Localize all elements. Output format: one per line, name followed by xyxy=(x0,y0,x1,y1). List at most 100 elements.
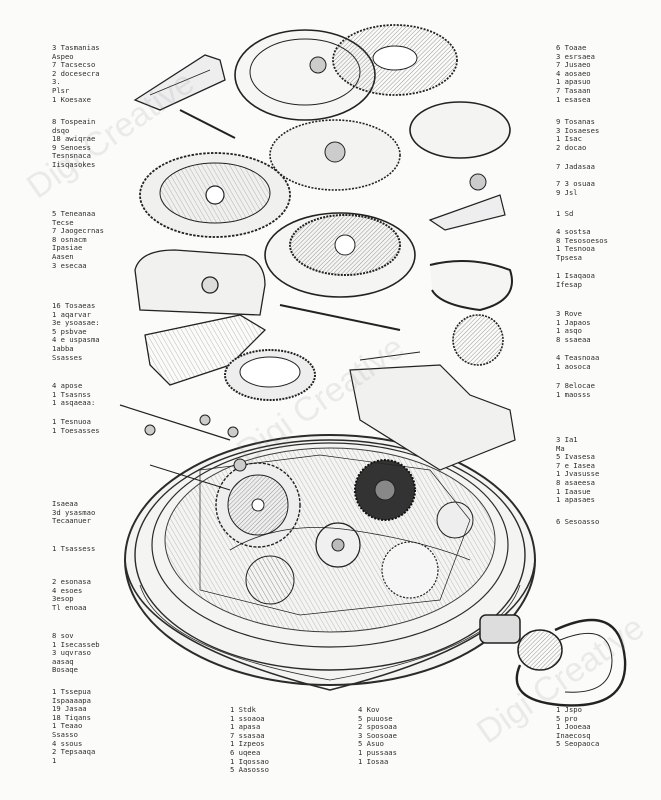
legend-line: 1 Tsasnss xyxy=(52,389,91,399)
legend-line: 19 Jasaa xyxy=(52,704,87,714)
legend-line: 1 Sd xyxy=(556,209,574,218)
legend-line: 4 aosaeo xyxy=(556,68,591,78)
legend-line: Ifesap xyxy=(556,279,582,289)
legend-line: 7 e Iasea xyxy=(556,460,595,470)
legend-line: 5 puuose xyxy=(358,713,393,723)
legend-line: 1 Isecasseb xyxy=(52,639,100,649)
legend-line: 18 Tiqans xyxy=(52,712,91,722)
legend-line: Tl enoaa xyxy=(52,602,87,612)
legend-line: 7 ssasaa xyxy=(230,730,265,740)
legend-line: 3 Iosaeses xyxy=(556,125,600,135)
legend-line: 1 Iosaa xyxy=(358,756,389,766)
legend-line: 1 ssoaoa xyxy=(230,713,265,723)
legend-line: 8 Tospeain xyxy=(52,117,96,126)
legend-line: 3 Ia1 xyxy=(556,435,578,444)
legend-line: 8 ssaeaa xyxy=(556,334,591,344)
legend-line: 9 Senoess xyxy=(52,142,91,152)
legend-line: Aasen xyxy=(52,251,74,261)
legend-line: 2 esonasa xyxy=(52,577,91,586)
legend-line: 3 Soosoae xyxy=(358,730,397,740)
legend-line: 1 Isaqaoa xyxy=(556,271,595,280)
legend-line: Tesnsnaca xyxy=(52,151,91,161)
legend-line: 1 Teaao xyxy=(52,721,83,731)
legend-line: aasaq xyxy=(52,656,74,666)
legend-line: 1 Tesnooa xyxy=(556,244,595,254)
legend-line: 8 sov xyxy=(52,631,74,640)
legend-line: 1 Tsassess xyxy=(52,544,96,553)
legend-line: 1 apasuo xyxy=(556,77,591,87)
legend-line: 3 Tasmanias xyxy=(52,43,100,52)
legend-block: 6 Sesoasso xyxy=(556,517,599,527)
legend-line: 7 8elocae xyxy=(556,381,595,390)
legend-line: Inaecosq xyxy=(556,730,591,740)
legend-line: 1 Jooeaa xyxy=(556,722,591,732)
legend-line: Bosaqe xyxy=(52,665,78,675)
legend-line: 9 Jsl xyxy=(556,187,578,197)
legend-line: 4 Kov xyxy=(358,705,380,714)
legend-line: 1 Tesnuoa xyxy=(52,417,91,426)
legend-block: 1 Sd xyxy=(556,209,574,219)
legend-line: 3 esecaa xyxy=(52,260,87,270)
legend-line: 1 Iqossao xyxy=(230,756,269,766)
legend-line: 1 Jspo xyxy=(556,705,582,714)
legend-line: 3. xyxy=(52,77,61,87)
legend-line: Aspeo xyxy=(52,51,74,61)
legend-line: 1 apasa xyxy=(230,722,261,732)
legend-line: 2 Tepsaaqa xyxy=(52,747,96,757)
legend-line: 8 asaeesa xyxy=(556,477,595,487)
legend-line: 3 Rove xyxy=(556,309,582,318)
legend-line: 7 Jadasaa xyxy=(556,162,595,171)
right-components xyxy=(279,101,516,471)
legend-line: 8 Tesosoesos xyxy=(556,235,608,245)
legend-line: Tpsesa xyxy=(556,252,582,262)
legend-line: 4 Teasnoaa xyxy=(556,353,600,362)
legend-line: 1 asqaeaa: xyxy=(52,398,96,408)
legend-line: 1 Isac xyxy=(556,134,582,144)
legend-line: 5 psbvae xyxy=(52,326,87,336)
legend-line: 18 awiqrae xyxy=(52,134,96,144)
legend-line: 1 Tssepua xyxy=(52,687,91,696)
legend-line: Ispaaaapa xyxy=(52,695,91,705)
legend-line: 1 asqo xyxy=(556,326,582,336)
escapement-wheel xyxy=(139,152,291,238)
legend-line: 5 Teneanaa xyxy=(52,209,96,218)
legend-line: 1 Izpeos xyxy=(230,739,265,749)
legend-line: Ipasiae xyxy=(52,243,83,253)
legend-line: 2 sposoaa xyxy=(358,722,397,732)
legend-line: 7 Tacsecso xyxy=(52,60,96,70)
legend-line: 5 Asuo xyxy=(358,739,384,749)
legend-line: 7 3 osuaa xyxy=(556,179,595,188)
legend-block: 7 Jadasaa xyxy=(556,162,595,172)
top-gear-wheel xyxy=(234,24,458,121)
legend-line: 1 Toesasses xyxy=(52,425,100,435)
legend-line: 3esop xyxy=(52,594,74,604)
hands-and-screws xyxy=(119,351,421,491)
legend-line: 1 apasaes xyxy=(556,495,595,505)
legend-line: 1 esasea xyxy=(556,94,591,104)
legend-line: 1 Stdk xyxy=(230,705,256,714)
legend-line: 1 aqarvar xyxy=(52,309,91,319)
legend-line: 6 uqeea xyxy=(230,747,261,757)
legend-line: 7 Tasaan xyxy=(556,85,591,95)
legend-line: 7 Jaogecrnas xyxy=(52,226,104,236)
legend-line: 2 docesecra xyxy=(52,68,100,78)
legend-line: Isaeaa xyxy=(52,499,78,508)
legend-line: 3e ysoasae: xyxy=(52,318,100,328)
legend-line: 16 Tosaeas xyxy=(52,301,96,310)
